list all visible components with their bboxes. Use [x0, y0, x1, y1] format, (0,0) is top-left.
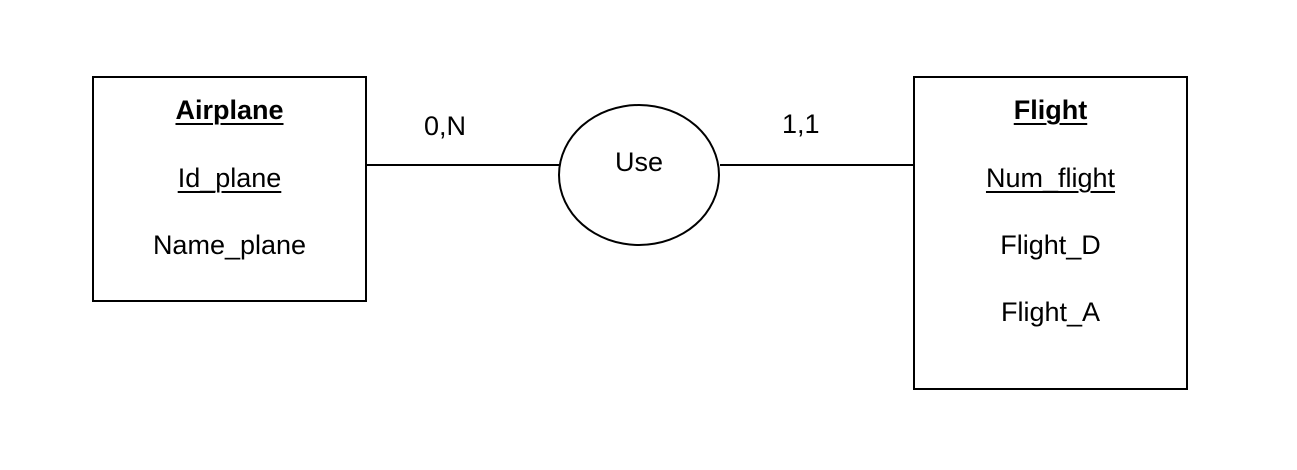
entity-airplane-key: Id_plane — [177, 163, 282, 193]
relationship-use: Use — [558, 104, 720, 246]
cardinality-flight: 1,1 — [782, 109, 820, 139]
entity-flight: Flight Num_flight Flight_D Flight_A — [913, 76, 1188, 390]
entity-airplane: Airplane Id_plane Name_plane — [92, 76, 367, 302]
relationship-use-label: Use — [614, 147, 663, 177]
cardinality-airplane: 0,N — [424, 111, 467, 141]
entity-flight-title: Flight — [1013, 95, 1088, 125]
connector-use-flight — [720, 164, 915, 166]
entity-flight-attribute-d: Flight_D — [1000, 230, 1101, 260]
connector-airplane-use — [367, 164, 559, 166]
entity-airplane-title: Airplane — [175, 95, 284, 125]
entity-airplane-attribute: Name_plane — [152, 230, 307, 260]
entity-flight-attribute-a: Flight_A — [1000, 297, 1101, 327]
entity-flight-key: Num_flight — [985, 163, 1116, 193]
